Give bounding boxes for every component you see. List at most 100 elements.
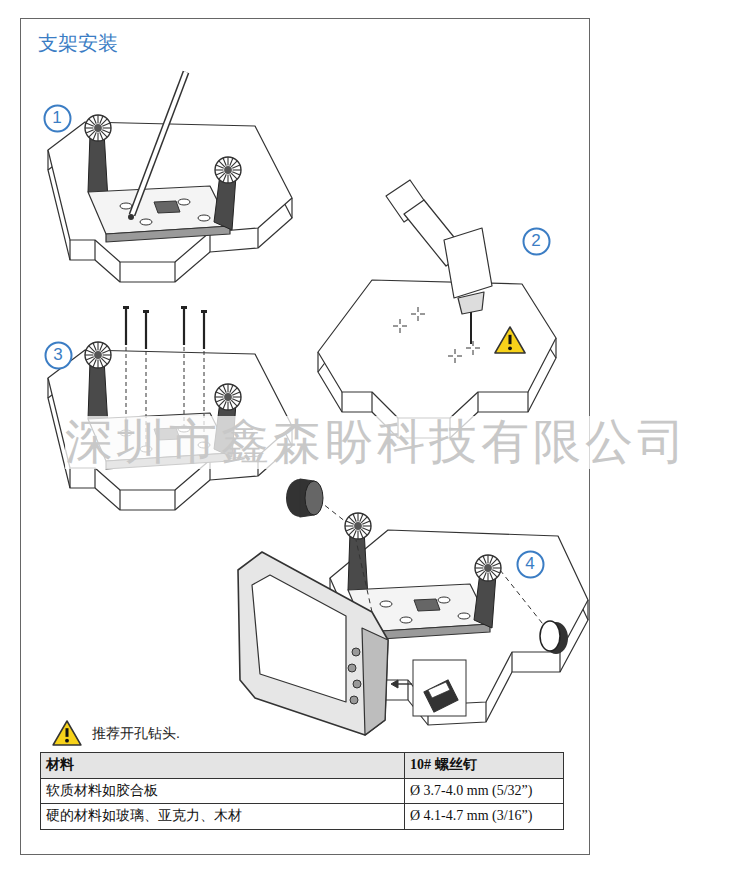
note-text: 推荐开孔钻头. xyxy=(92,725,180,743)
rosette-tooth xyxy=(230,401,233,409)
warning-bar xyxy=(66,728,69,737)
rosette-tooth xyxy=(86,123,94,126)
insert-arrowhead xyxy=(391,680,398,688)
ratchet-rosette xyxy=(215,384,241,410)
knob-face xyxy=(305,481,323,515)
rosette-tooth xyxy=(219,400,225,406)
title-box: 支架安装 xyxy=(38,30,118,57)
label-box: 深圳市鑫森盼科技有限公司 xyxy=(65,416,689,469)
rosette-tooth xyxy=(232,172,240,175)
step-circle: 2 xyxy=(522,227,551,256)
rosette-tooth xyxy=(349,529,355,535)
rosette-tooth xyxy=(362,521,370,524)
screw-hole xyxy=(140,219,152,225)
rosette-tooth xyxy=(479,571,485,577)
screw-shank xyxy=(125,308,127,345)
surface-edge xyxy=(174,490,175,510)
rosette-tooth xyxy=(490,556,493,564)
surface-edge xyxy=(527,392,528,412)
assembly-path xyxy=(500,570,546,628)
rosette-tooth xyxy=(102,350,110,353)
screw-hole xyxy=(400,617,412,623)
mounting-surface xyxy=(318,280,556,438)
rosette-tooth xyxy=(361,529,367,535)
mounting-surface xyxy=(48,122,292,282)
mark-line xyxy=(466,348,471,349)
table-cell: 硬的材料如玻璃、亚克力、木材 xyxy=(40,807,242,825)
rosette-tooth xyxy=(479,559,485,565)
label-box: Ø 4.1-4.7 mm (3/16”) xyxy=(404,803,563,829)
rosette-tooth xyxy=(93,132,96,140)
rosette-tooth xyxy=(492,563,500,566)
rosette-tooth xyxy=(101,346,107,352)
warning-dot xyxy=(508,346,512,350)
table-header: 10# 螺丝钉 xyxy=(404,756,477,774)
surface-edge xyxy=(555,338,556,358)
pencil-tip xyxy=(128,214,134,220)
rosette-tooth xyxy=(93,343,96,351)
screw-hole xyxy=(458,613,470,619)
bracket-arm xyxy=(348,530,368,598)
rosette-tooth xyxy=(345,525,353,526)
rosette-tooth xyxy=(491,571,497,577)
rosette-tooth xyxy=(219,388,225,394)
rosette-tooth xyxy=(230,158,233,166)
rosette-tooth xyxy=(357,531,358,539)
rosette-tooth xyxy=(232,165,240,168)
rosette-tooth xyxy=(97,133,98,141)
rosette-tooth xyxy=(100,359,103,367)
mark-line xyxy=(455,349,456,354)
display-unit xyxy=(238,552,388,735)
step-3-figure xyxy=(48,306,292,510)
marking-pencil xyxy=(132,72,186,215)
rosette-tooth xyxy=(101,119,107,125)
rosette-tooth xyxy=(227,157,228,165)
table-rule xyxy=(41,778,564,779)
ratchet-rosette xyxy=(85,115,111,141)
rosette-hub xyxy=(224,166,232,174)
rosette-tooth xyxy=(493,567,501,568)
step-4-figure xyxy=(238,479,588,735)
warning-symbol xyxy=(495,327,525,353)
rosette-tooth xyxy=(89,119,95,125)
rosette-tooth xyxy=(97,360,98,368)
mark-line xyxy=(448,356,453,357)
surface-top xyxy=(318,280,556,418)
mark-line xyxy=(400,319,401,324)
screw-hole xyxy=(380,601,392,607)
rosette-tooth xyxy=(89,131,95,137)
mark-line xyxy=(457,356,462,357)
drill-bit xyxy=(470,312,472,344)
step-number: 3 xyxy=(53,346,62,365)
knob-face xyxy=(540,621,560,651)
rosette-tooth xyxy=(85,354,93,355)
rosette-tooth xyxy=(476,570,484,573)
warning-symbol xyxy=(53,721,81,745)
rosette-rim xyxy=(85,115,111,141)
rosette-tooth xyxy=(89,346,95,352)
mark-line xyxy=(402,326,407,327)
step-circle-ring xyxy=(517,551,543,577)
screw xyxy=(181,306,187,427)
rosette-rim xyxy=(215,157,241,183)
surface-edge xyxy=(407,680,408,700)
assembly-path xyxy=(356,540,372,612)
mark-line xyxy=(473,341,474,346)
mount-knob xyxy=(540,621,568,654)
rosette-tooth xyxy=(231,400,237,406)
mark-line xyxy=(473,350,474,355)
rosette-tooth xyxy=(362,528,370,531)
rosette-rim xyxy=(85,342,111,368)
table-cell: 软质材料如胶合板 xyxy=(40,782,158,800)
rosette-tooth xyxy=(363,525,371,526)
screw-head xyxy=(123,306,129,309)
rosette-rim xyxy=(215,384,241,410)
warning-dot xyxy=(65,739,69,743)
rosette-tooth xyxy=(216,172,224,175)
power-drill xyxy=(386,180,492,344)
surface-edge xyxy=(485,702,486,722)
rosette-tooth xyxy=(103,127,111,128)
screw-shank xyxy=(203,312,205,349)
screw-hole xyxy=(178,199,190,205)
rosette-tooth xyxy=(100,132,103,140)
